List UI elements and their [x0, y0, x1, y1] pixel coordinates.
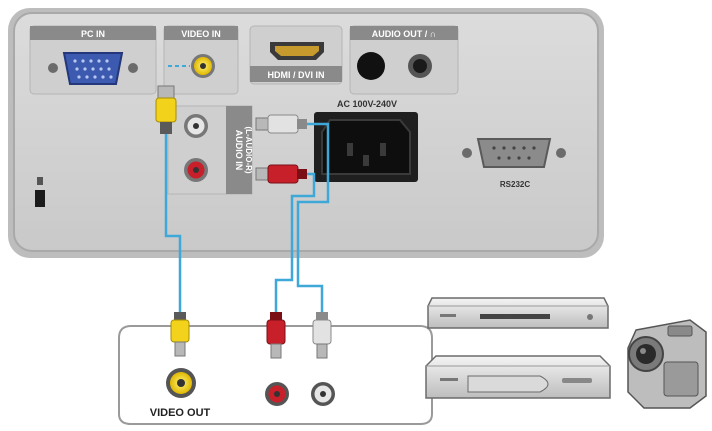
hdmi-dvi-in-port[interactable]: HDMI / DVI IN: [249, 25, 343, 85]
video-plug-bottom: [170, 312, 190, 357]
pc-in-label: PC IN: [81, 29, 105, 39]
hdmi-dvi-in-label: HDMI / DVI IN: [267, 70, 324, 80]
audio-in-label: AUDIO IN: [234, 130, 244, 171]
audio-in-right-jack[interactable]: [184, 158, 208, 182]
audio-plug-red-bottom: [266, 312, 286, 359]
video-plug-top: [155, 85, 177, 134]
audio-cable-white: [296, 122, 330, 318]
headphone-jack-icon: [408, 54, 432, 78]
video-out-label: VIDEO OUT: [150, 407, 211, 419]
audio-plug-red-top: [255, 164, 307, 184]
audio-in-sublabel: (L-AUDIO-R): [244, 126, 253, 173]
external-device-box: [118, 325, 448, 425]
audio-out-port[interactable]: AUDIO OUT / ∩: [349, 25, 459, 95]
video-cable: [164, 90, 182, 330]
video-in-port[interactable]: VIDEO IN: [163, 25, 239, 95]
kensington-lock-icon: [35, 177, 45, 207]
video-out-jack[interactable]: [166, 368, 196, 398]
dvd-player-icon: [427, 297, 609, 329]
camcorder-icon: [627, 319, 707, 409]
audio-out-red-jack[interactable]: [265, 382, 289, 406]
audio-cable-red: [274, 172, 316, 318]
audio-out-white-jack[interactable]: [311, 382, 335, 406]
hdmi-port-icon: [270, 42, 324, 60]
rs232c-label: RS232C: [500, 180, 530, 189]
audio-out-port-cover: [357, 52, 385, 80]
rca-jack-icon: [191, 54, 215, 78]
audio-in-left-jack[interactable]: [184, 114, 208, 138]
ac-power-label: AC 100V-240V: [337, 99, 397, 109]
audio-in-port[interactable]: AUDIO IN (L-AUDIO-R): [167, 105, 253, 195]
rs232c-port[interactable]: RS232C: [462, 138, 566, 189]
ac-power-socket-icon[interactable]: [314, 112, 418, 182]
audio-plug-white-bottom: [312, 312, 332, 359]
vcr-icon: [425, 355, 611, 399]
audio-out-label: AUDIO OUT / ∩: [372, 29, 437, 39]
video-in-label: VIDEO IN: [181, 29, 221, 39]
rs232c-port-icon: [462, 138, 566, 168]
vga-port-icon: [48, 52, 138, 85]
audio-plug-white-top: [255, 114, 307, 134]
pc-in-port[interactable]: PC IN: [29, 25, 157, 95]
